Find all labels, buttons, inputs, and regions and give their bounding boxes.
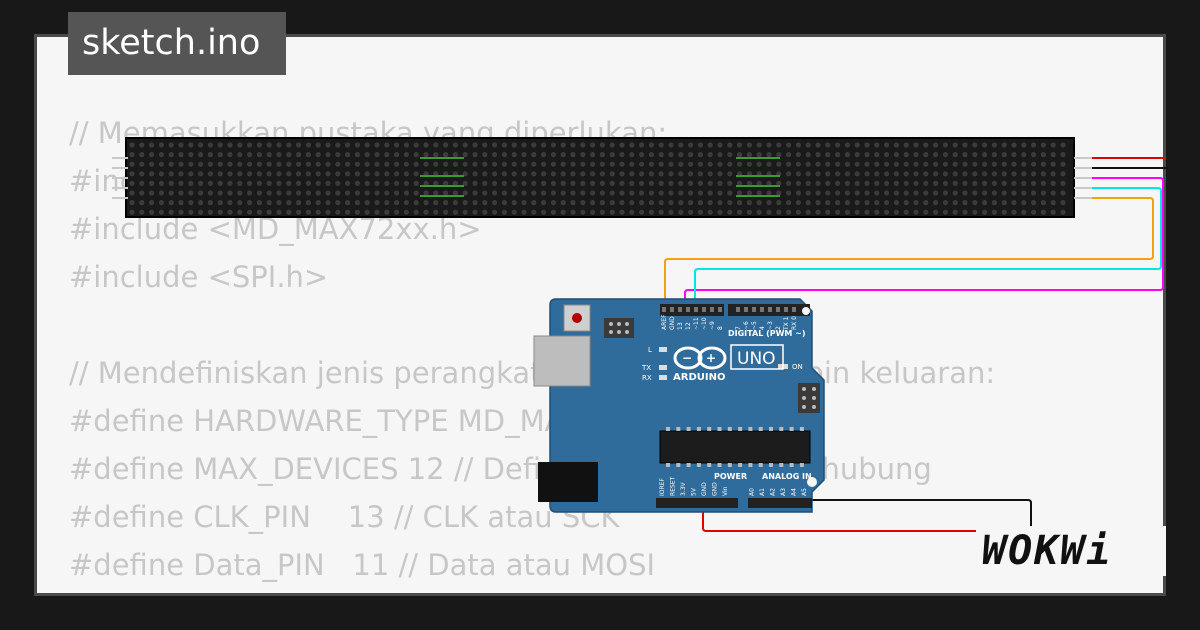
bottom-pin-label: A1 — [759, 488, 766, 496]
top-pin-label: GND — [669, 316, 676, 330]
bottom-pin-label: A2 — [770, 488, 777, 496]
top-pin-label: ~11 — [693, 317, 700, 330]
analog-header — [748, 498, 812, 508]
bottom-pin-label: A5 — [801, 488, 808, 496]
arduino-logo-icon — [673, 346, 727, 370]
bottom-pin-label: 5V — [691, 487, 698, 496]
header-pin[interactable] — [702, 307, 706, 312]
led-rx — [659, 375, 667, 380]
mount-hole-2 — [802, 307, 810, 315]
bottom-pin-label: Vin — [722, 486, 729, 496]
wire-ground[interactable] — [713, 499, 1166, 553]
header-pin[interactable] — [752, 307, 756, 312]
header-pin[interactable] — [736, 307, 740, 312]
led-l-label: L — [648, 346, 652, 354]
logo-background — [976, 526, 1166, 576]
header-pin[interactable] — [694, 307, 698, 312]
bottom-pin-label: GND — [712, 482, 719, 496]
led-l — [659, 347, 667, 352]
code-line: #include <SPI.h> — [69, 260, 329, 294]
power-label: POWER — [714, 472, 747, 481]
matrix-right-pins — [1074, 157, 1092, 199]
bottom-pin-label: GND — [701, 482, 708, 496]
header-pin[interactable] — [744, 307, 748, 312]
icsp-header-2 — [798, 383, 820, 413]
top-pin-label: ~5 — [751, 321, 758, 330]
bottom-pin-label: A3 — [780, 488, 787, 496]
top-pin-label: TX 1 — [783, 316, 790, 331]
power-jack — [538, 462, 598, 502]
matrix-joint-2 — [736, 157, 780, 197]
header-pin[interactable] — [776, 307, 780, 312]
led-matrix-dots — [129, 142, 1066, 215]
header-pin[interactable] — [686, 307, 690, 312]
header-pin[interactable] — [710, 307, 714, 312]
header-pin[interactable] — [792, 307, 796, 312]
atmega-chip — [659, 430, 811, 464]
top-pin-label: RX 0 — [791, 316, 798, 330]
led-rx-label: RX — [642, 374, 652, 382]
code-line: #define Data_PIN 11 // Data atau MOSI — [69, 548, 656, 582]
bottom-pin-label: IOREF — [659, 478, 666, 496]
matrix-left-pins — [112, 157, 128, 199]
wire-din[interactable] — [694, 187, 1162, 308]
header-pin[interactable] — [718, 307, 722, 312]
matrix-joint-1 — [420, 157, 464, 197]
led-tx — [659, 365, 667, 370]
header-pin[interactable] — [662, 307, 666, 312]
digital-label: DIGITAL (PWM ~) — [728, 329, 806, 338]
mount-hole — [807, 477, 817, 487]
top-pin-label: 12 — [685, 322, 692, 330]
header-pin[interactable] — [768, 307, 772, 312]
top-pin-label: ~10 — [701, 317, 708, 330]
wire-clk[interactable] — [664, 197, 1154, 308]
svg-text:−: − — [682, 351, 692, 365]
analog-label: ANALOG IN — [762, 472, 812, 481]
board-brand: ARDUINO — [673, 372, 725, 383]
bottom-pin-label: RESET — [670, 476, 677, 496]
header-pin[interactable] — [670, 307, 674, 312]
led-matrix-body — [125, 137, 1075, 218]
led-tx-label: TX — [641, 364, 651, 372]
wire-5v[interactable] — [702, 500, 1166, 532]
uno-box — [730, 344, 784, 370]
bottom-pin-label: 3.3V — [680, 481, 687, 496]
top-pin-label: 2 — [775, 326, 782, 330]
header-pin[interactable] — [760, 307, 764, 312]
top-pin-label: ~9 — [709, 321, 716, 330]
top-pin-label: 8 — [717, 326, 724, 330]
chip-pins — [666, 427, 804, 467]
digital-header-a — [660, 304, 724, 316]
top-pin-label: 7 — [735, 326, 742, 330]
top-pin-label: ~6 — [743, 321, 750, 330]
code-line: #define CLK_PIN 13 // CLK atau SCK — [69, 500, 620, 534]
top-pin-label: AREF — [661, 314, 668, 330]
file-title[interactable]: sketch.ino — [68, 12, 286, 75]
top-pin-label: 13 — [677, 322, 684, 330]
top-pin-label: ~3 — [767, 321, 774, 330]
header-pin[interactable] — [678, 307, 682, 312]
led-matrix[interactable] — [112, 137, 1092, 218]
top-pin-label: 4 — [759, 326, 766, 330]
usb-port — [533, 335, 591, 387]
power-header — [656, 498, 738, 508]
icsp-header-1 — [604, 318, 634, 338]
bottom-pin-label: A0 — [749, 488, 756, 496]
wire-cs[interactable] — [684, 177, 1164, 308]
board-model: UNO — [737, 349, 776, 369]
reset-button-cap — [572, 313, 582, 323]
wokwi-logo: WOKWi — [982, 528, 1113, 574]
svg-text:+: + — [706, 351, 716, 365]
wires[interactable] — [664, 157, 1166, 553]
header-pin[interactable] — [784, 307, 788, 312]
bottom-pin-label: A4 — [791, 488, 798, 496]
led-on-label: ON — [792, 363, 803, 371]
